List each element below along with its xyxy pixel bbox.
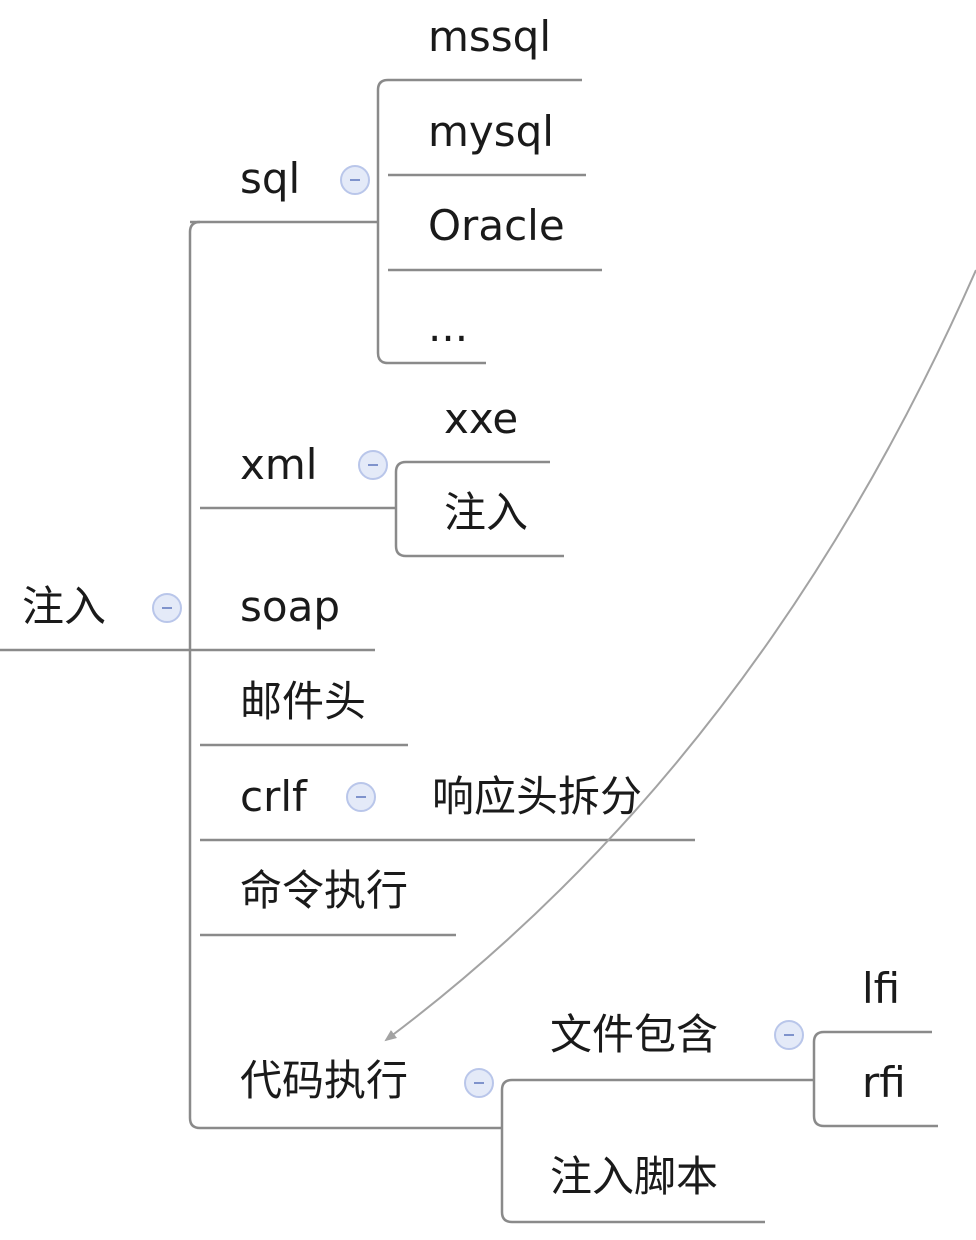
xml-child-inject: 注入 <box>444 488 529 537</box>
file-include-child-rfi: rfi <box>862 1058 906 1107</box>
root-node: 注入 <box>22 582 107 631</box>
sql-node: sql <box>240 154 301 203</box>
relationship-arrow <box>384 269 976 1042</box>
sql-children-bracket <box>376 78 389 365</box>
xml-children-bracket <box>394 460 407 558</box>
file-include-children-bracket <box>812 1030 825 1128</box>
inject-script-node: 注入脚本 <box>550 1152 719 1201</box>
xml-child-xxe: xxe <box>444 394 519 443</box>
collapse-minus-icon[interactable] <box>340 165 370 195</box>
collapse-minus-icon[interactable] <box>358 450 388 480</box>
crlf-child-response-split: 响应头拆分 <box>432 772 643 821</box>
xml-node: xml <box>240 440 318 489</box>
collapse-minus-icon[interactable] <box>774 1020 804 1050</box>
collapse-minus-icon[interactable] <box>346 782 376 812</box>
sql-child-oracle: Oracle <box>428 201 565 250</box>
soap-node: soap <box>240 582 340 631</box>
file-include-node: 文件包含 <box>550 1010 719 1059</box>
file-include-child-lfi: lfi <box>862 964 901 1013</box>
code-exec-children-bracket <box>500 1078 513 1224</box>
code-exec-node: 代码执行 <box>240 1056 409 1105</box>
sql-child-ellipsis: ... <box>428 302 469 351</box>
collapse-minus-icon[interactable] <box>152 593 182 623</box>
mail-header-node: 邮件头 <box>240 677 367 726</box>
collapse-minus-icon[interactable] <box>464 1068 494 1098</box>
command-exec-node: 命令执行 <box>240 866 409 915</box>
crlf-node: crlf <box>240 772 307 821</box>
sql-child-mysql: mysql <box>428 107 554 156</box>
sql-child-mssql: mssql <box>428 12 552 61</box>
main-trunk <box>188 220 201 1130</box>
